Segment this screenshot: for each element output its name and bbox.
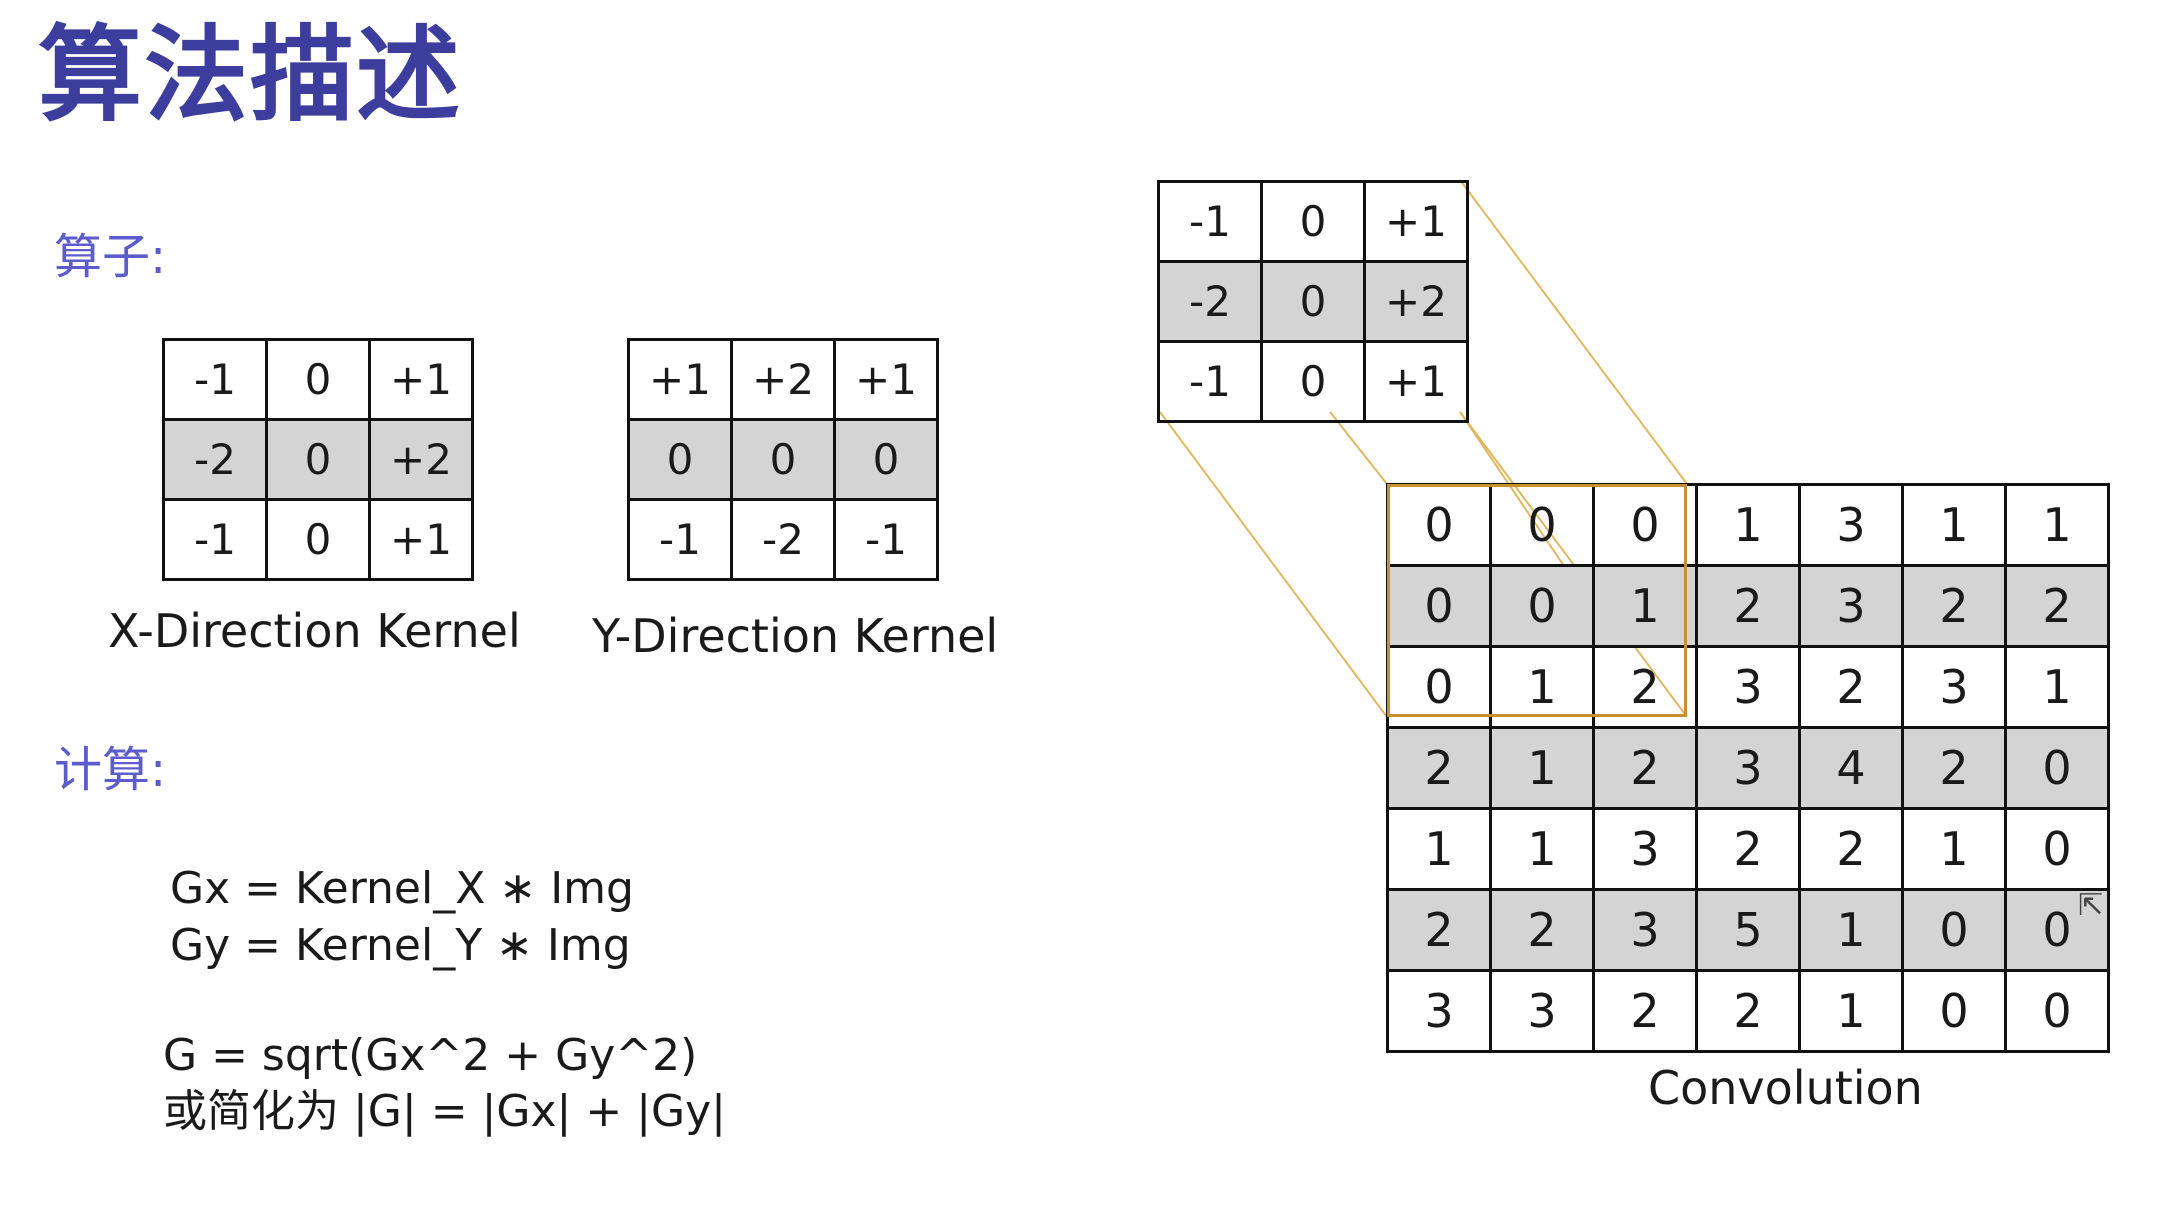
kernel-y-cell: 0 <box>730 418 836 501</box>
kernel-y-cell: +1 <box>627 338 733 421</box>
image-cell: 2 <box>1592 726 1698 810</box>
kernel-x-cell: -2 <box>162 418 268 501</box>
image-cell: 3 <box>1489 969 1595 1053</box>
kernel-y-cell: 0 <box>627 418 733 501</box>
image-cell: 2 <box>1592 645 1698 729</box>
image-cell: 1 <box>1489 726 1595 810</box>
mouse-cursor-icon: ⇱ <box>2078 888 2104 923</box>
image-cell: 0 <box>1386 564 1492 648</box>
kernel-x-cell: -1 <box>162 498 268 581</box>
convolution-caption: Convolution <box>1648 1061 1923 1115</box>
kernel-y-cell: 0 <box>833 418 939 501</box>
x-kernel-caption: X-Direction Kernel <box>108 604 521 658</box>
projection-line <box>1459 179 1688 485</box>
image-cell: 2 <box>2004 564 2110 648</box>
image-cell: 1 <box>1386 807 1492 891</box>
image-cell: 2 <box>1695 807 1801 891</box>
kernel-cell: 0 <box>1260 340 1366 423</box>
section-compute-heading: 计算: <box>54 742 167 798</box>
image-cell: 3 <box>1386 969 1492 1053</box>
image-cell: 0 <box>2004 969 2110 1053</box>
projection-line <box>1159 411 1388 718</box>
image-cell: 2 <box>1386 888 1492 972</box>
image-cell: 1 <box>1592 564 1698 648</box>
image-cell: 3 <box>1901 645 2007 729</box>
kernel-x-cell: 0 <box>265 338 371 421</box>
kernel-x-cell: 0 <box>265 418 371 501</box>
kernel-y-cell: +1 <box>833 338 939 421</box>
image-cell: 0 <box>1386 483 1492 567</box>
kernel-x-cell: +1 <box>368 338 474 421</box>
image-cell: 2 <box>1901 564 2007 648</box>
image-cell: 0 <box>1489 564 1595 648</box>
image-cell: 3 <box>1798 483 1904 567</box>
image-cell: 1 <box>1489 807 1595 891</box>
image-cell: 5 <box>1695 888 1801 972</box>
formula-gy: Gy = Kernel_Y ∗ Img <box>170 920 631 971</box>
formula-simplified: 或简化为 |G| = |Gx| + |Gy| <box>163 1086 726 1137</box>
kernel-y-cell: -2 <box>730 498 836 581</box>
image-cell: 1 <box>1489 645 1595 729</box>
kernel-y-cell: +2 <box>730 338 836 421</box>
image-cell: 1 <box>1901 483 2007 567</box>
kernel-cell: -2 <box>1157 260 1263 343</box>
image-cell: 2 <box>1901 726 2007 810</box>
formula-gx: Gx = Kernel_X ∗ Img <box>170 863 634 914</box>
image-cell: 0 <box>2004 807 2110 891</box>
kernel-cell: +2 <box>1363 260 1469 343</box>
image-cell: 2 <box>1695 564 1801 648</box>
page-title: 算法描述 <box>38 14 463 136</box>
section-operator-heading: 算子: <box>54 229 167 285</box>
y-kernel-caption: Y-Direction Kernel <box>592 609 999 663</box>
formula-g: G = sqrt(Gx^2 + Gy^2) <box>163 1030 698 1081</box>
image-cell: 1 <box>2004 483 2110 567</box>
kernel-cell: -1 <box>1157 180 1263 263</box>
image-cell: 0 <box>2004 888 2110 972</box>
image-cell: 0 <box>2004 726 2110 810</box>
image-cell: 0 <box>1386 645 1492 729</box>
image-cell: 1 <box>1695 483 1801 567</box>
kernel-x-cell: +1 <box>368 498 474 581</box>
image-cell: 2 <box>1695 969 1801 1053</box>
image-cell: 2 <box>1386 726 1492 810</box>
image-cell: 2 <box>1489 888 1595 972</box>
image-cell: 2 <box>1592 969 1698 1053</box>
kernel-cell: 0 <box>1260 260 1366 343</box>
kernel-cell: 0 <box>1260 180 1366 263</box>
image-cell: 3 <box>1592 807 1698 891</box>
kernel-cell: +1 <box>1363 180 1469 263</box>
image-cell: 0 <box>1489 483 1595 567</box>
image-cell: 1 <box>2004 645 2110 729</box>
image-cell: 2 <box>1798 645 1904 729</box>
image-cell: 3 <box>1798 564 1904 648</box>
kernel-x-cell: -1 <box>162 338 268 421</box>
kernel-cell: +1 <box>1363 340 1469 423</box>
kernel-y-cell: -1 <box>627 498 733 581</box>
image-cell: 0 <box>1592 483 1698 567</box>
image-cell: 0 <box>1901 969 2007 1053</box>
kernel-x-cell: +2 <box>368 418 474 501</box>
kernel-cell: -1 <box>1157 340 1263 423</box>
image-cell: 2 <box>1798 807 1904 891</box>
image-cell: 3 <box>1695 645 1801 729</box>
kernel-y-cell: -1 <box>833 498 939 581</box>
kernel-x-cell: 0 <box>265 498 371 581</box>
image-cell: 3 <box>1695 726 1801 810</box>
image-cell: 4 <box>1798 726 1904 810</box>
image-cell: 0 <box>1901 888 2007 972</box>
image-cell: 3 <box>1592 888 1698 972</box>
image-cell: 1 <box>1798 888 1904 972</box>
image-cell: 1 <box>1901 807 2007 891</box>
image-cell: 1 <box>1798 969 1904 1053</box>
